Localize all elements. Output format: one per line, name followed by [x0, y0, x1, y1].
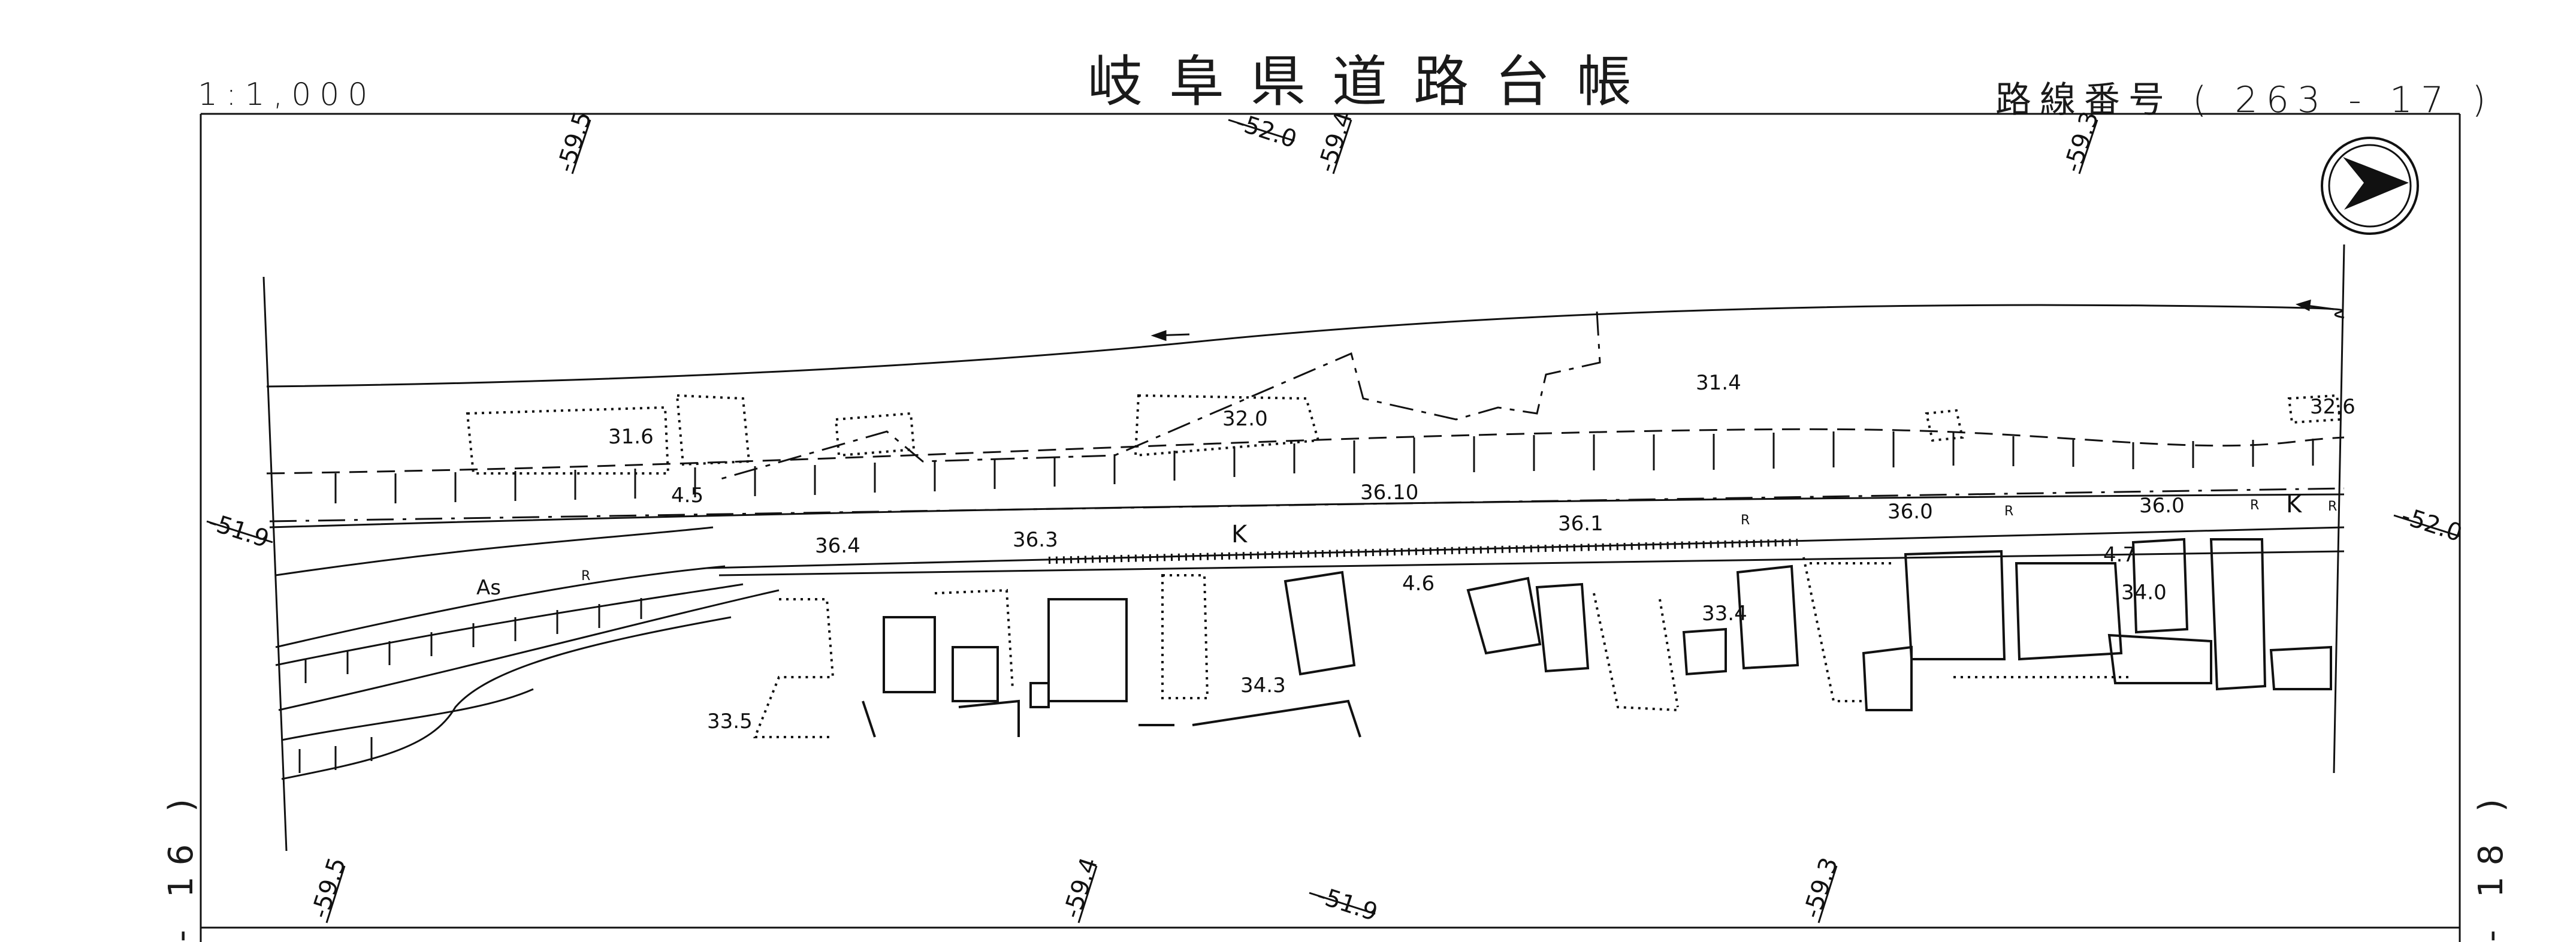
- riverside-road-north: [275, 526, 714, 576]
- svg-text:-52.0: -52.0: [2398, 502, 2466, 548]
- river-bank-line: [266, 304, 2345, 388]
- grid-label-right: -52.0: [2393, 502, 2466, 548]
- north-arrow-icon: [2321, 137, 2419, 235]
- map-labels: 31.6 32.0 31.4 32.6 36.10 36.1 36.0 36.0…: [476, 371, 2355, 733]
- road-centerline: [269, 487, 2345, 523]
- riverside-road-south: [275, 565, 726, 648]
- road-label: K: [1231, 521, 1248, 548]
- elevation-label: 33.5: [707, 709, 753, 733]
- grid-label-bottom-2: -59.4: [1058, 854, 1104, 923]
- elevation-label: 36.10: [1360, 481, 1418, 505]
- road-label: R: [2004, 504, 2013, 519]
- svg-text:-59.4: -59.4: [1313, 108, 1358, 176]
- survey-limit-right: [2333, 244, 2345, 774]
- slope-hachures: [334, 431, 2314, 503]
- parcel-boundaries: [753, 557, 2133, 738]
- scale-label: 1:1,000: [198, 77, 376, 113]
- elevation-label: 31.6: [608, 425, 654, 449]
- grid-label-bottom-3: -51.9: [1309, 881, 1381, 927]
- grid-label-top-1: -59.5: [552, 108, 597, 176]
- elevation-label: 36.3: [1013, 528, 1058, 552]
- levee-hachures: [298, 598, 642, 773]
- flow-arrow-icon: [2295, 299, 2335, 312]
- road-label: K: [2286, 491, 2303, 518]
- road-edge-south: [718, 550, 2345, 576]
- levee-line-3: [281, 616, 732, 780]
- grid-label-top-4: -59.3: [2059, 108, 2104, 176]
- field-enclosures: [466, 394, 2342, 475]
- grid-label-bottom-4: -59.3: [1798, 854, 1844, 923]
- elevation-label: 4.7: [2103, 543, 2136, 567]
- road-edge-south-curb: [706, 526, 2345, 569]
- elevation-label: 4.6: [1402, 572, 1435, 596]
- road-label: As: [476, 576, 501, 600]
- svg-text:-51.9: -51.9: [205, 508, 273, 554]
- buildings: [862, 538, 2332, 738]
- svg-text:-51.9: -51.9: [1313, 881, 1381, 927]
- flow-arrow-icon: [1150, 330, 1190, 342]
- grid-label-top-2: -52.0: [1228, 108, 1300, 154]
- levee-line-2: [281, 688, 534, 741]
- elevation-label: 36.0: [2139, 494, 2185, 518]
- elevation-label: 32.0: [1222, 407, 1268, 431]
- svg-text:-52.0: -52.0: [1233, 108, 1300, 154]
- grid-label-bottom-1: -59.5: [306, 854, 352, 923]
- svg-text:-59.5: -59.5: [552, 108, 597, 176]
- svg-text:-59.3: -59.3: [2059, 108, 2104, 176]
- road-label: R: [1741, 513, 1750, 528]
- land-boundary: [718, 311, 1601, 481]
- page-title: 岐阜県道路台帳: [1088, 50, 1659, 114]
- riverside-lane: [275, 583, 744, 666]
- embankment-top: [266, 428, 2345, 475]
- elevation-label: 36.0: [1888, 500, 1933, 524]
- road-label: R: [581, 569, 590, 584]
- svg-text:-59.4: -59.4: [1058, 854, 1104, 922]
- elevation-label: 31.4: [1696, 371, 1741, 395]
- road-label: R: [2250, 498, 2259, 513]
- road-edge-north: [269, 493, 2345, 529]
- levee-line: [278, 589, 780, 711]
- elevation-label: 33.4: [1702, 602, 1747, 626]
- elevation-label: 34.0: [2121, 581, 2167, 605]
- elevation-label: 36.4: [815, 534, 860, 558]
- elevation-label: 36.1: [1558, 512, 1603, 536]
- road-curb-hatch: [1048, 539, 1798, 564]
- elevation-label: 34.3: [1240, 674, 1286, 698]
- elevation-label: 4.5: [671, 484, 703, 508]
- survey-limit-left: [262, 276, 288, 852]
- road-label: R: [2328, 499, 2337, 514]
- grid-label-top-3: -59.4: [1313, 108, 1358, 176]
- svg-text:-59.5: -59.5: [306, 854, 352, 922]
- elevation-label: 32.6: [2310, 395, 2355, 419]
- grid-label-left: -51.9: [205, 508, 273, 554]
- svg-text:-59.3: -59.3: [1798, 854, 1844, 922]
